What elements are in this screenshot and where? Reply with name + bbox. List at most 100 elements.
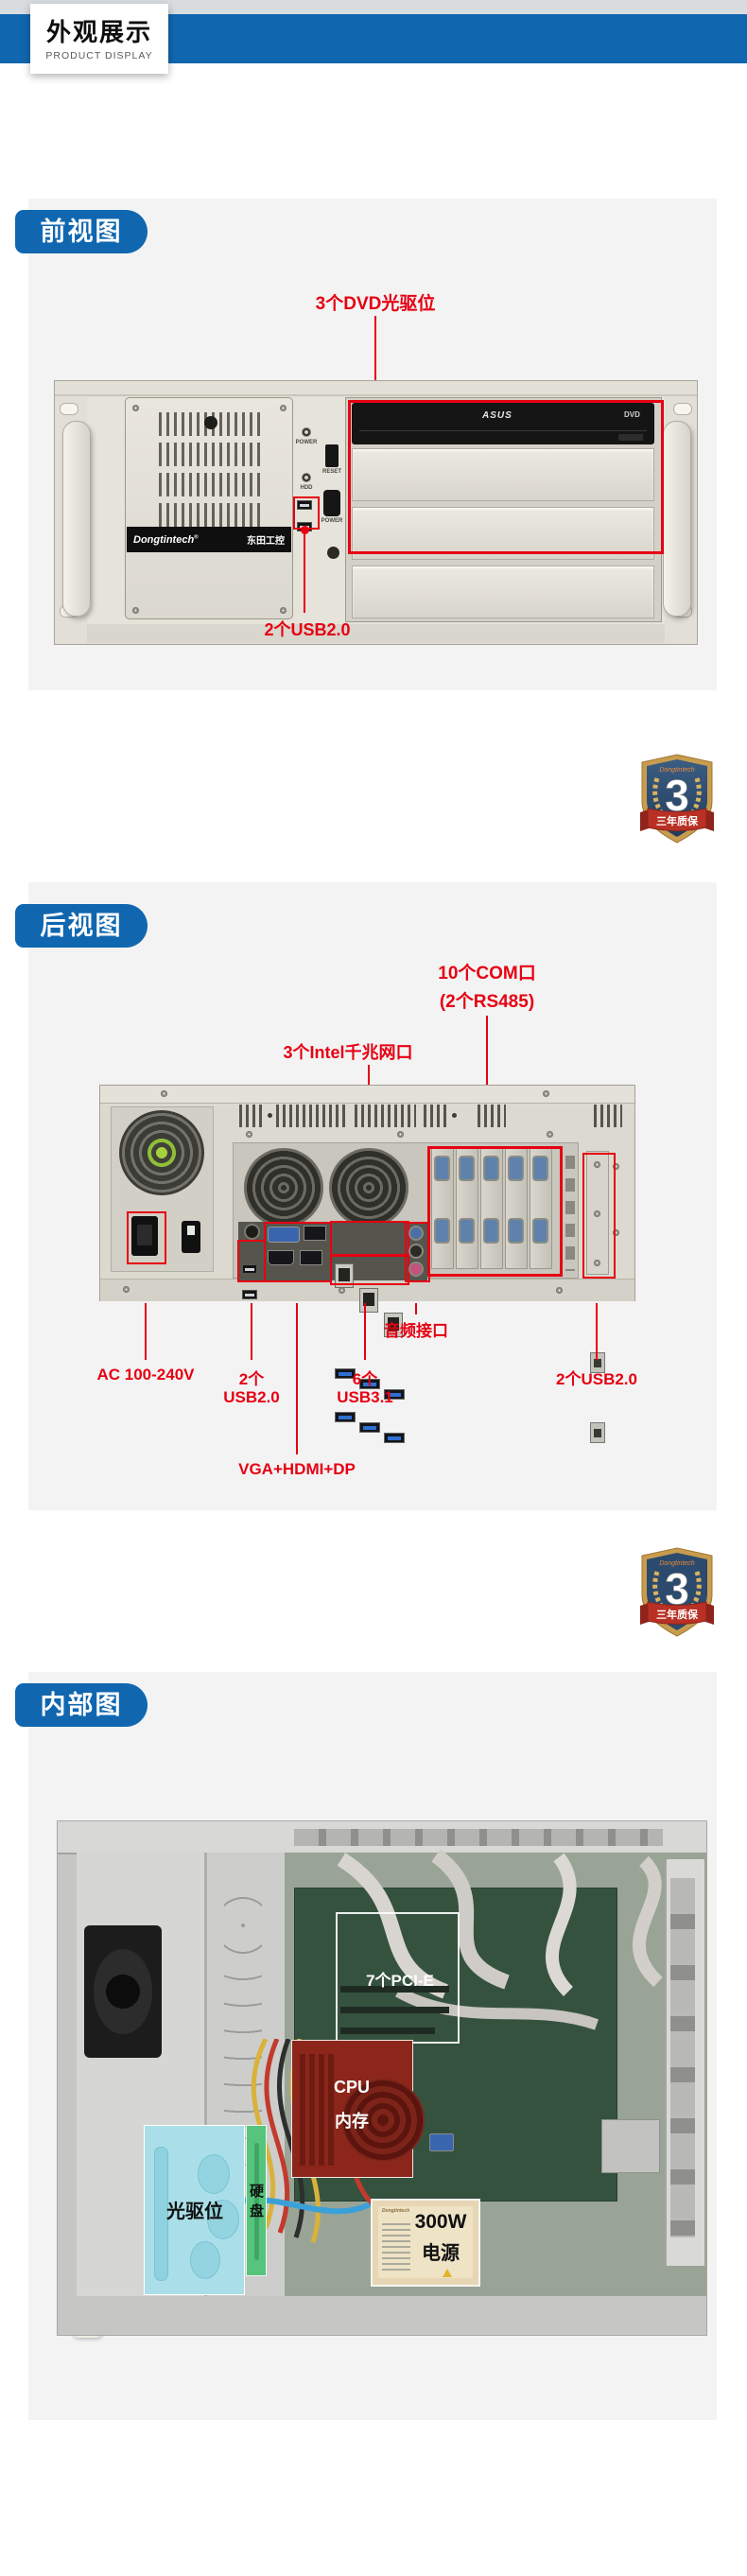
hdd-slot-shape [254, 2143, 259, 2260]
psu-annotation-2: 电源 [422, 2243, 460, 2264]
ribbon-cables [337, 1850, 663, 2030]
rear-vent-group [424, 1105, 446, 1127]
com-port[interactable] [459, 1218, 475, 1244]
right-usb-highlight-box [582, 1153, 616, 1279]
badge-ribbon [647, 1601, 707, 1625]
body-screw [613, 1163, 619, 1170]
rear-usb2-port[interactable] [242, 1290, 257, 1299]
page-title: 外观展示 [45, 18, 152, 46]
ac-callout-line [145, 1303, 147, 1360]
front-chassis-bottom-lip [87, 624, 665, 643]
lan-port[interactable] [359, 1288, 378, 1313]
com-port[interactable] [508, 1218, 524, 1244]
rear-usb2-port[interactable] [242, 1264, 257, 1274]
rack-ear-slot [60, 403, 78, 415]
vga-port[interactable] [268, 1227, 300, 1243]
flange-screw [161, 1090, 167, 1097]
odd-overlay [144, 2125, 245, 2295]
front-brand-strip: Dongtintech® 东田工控 [127, 527, 291, 552]
video-callout-line [296, 1303, 298, 1454]
rear-vent-group [239, 1105, 262, 1127]
case-fan [329, 1148, 408, 1227]
empty-slot-dashes [565, 1156, 575, 1271]
body-screw [397, 1131, 404, 1138]
rear-power-switch[interactable] [182, 1221, 200, 1253]
displayport-port[interactable] [304, 1226, 326, 1241]
com-port[interactable] [483, 1218, 499, 1244]
header-title-card: 外观展示 PRODUCT DISPLAY [30, 4, 168, 74]
usb3-highlight-box [330, 1254, 409, 1285]
dvd-highlight-box [348, 400, 664, 554]
dvd-type-logo: DVD [624, 410, 640, 419]
audio-jack-linein[interactable] [408, 1226, 424, 1241]
dvd-tray-seam [359, 430, 647, 431]
right-usb2-port[interactable] [590, 1422, 605, 1443]
brand-logo-text: Dongtintech® [133, 533, 199, 546]
front-power-switch[interactable] [323, 490, 340, 516]
lan-port[interactable] [335, 1263, 354, 1288]
com-port[interactable] [532, 1156, 548, 1181]
psu-overlay: Dongtintech [371, 2199, 480, 2287]
reset-button[interactable] [325, 444, 339, 467]
ps2-port[interactable] [244, 1224, 260, 1240]
dvd-eject-button[interactable] [618, 434, 643, 441]
com-port[interactable] [483, 1156, 499, 1181]
pci-brackets [670, 1878, 695, 2237]
vent-row [159, 503, 263, 527]
hdmi-port[interactable] [268, 1250, 294, 1265]
case-fan [244, 1148, 323, 1227]
rear-com-annotation-1: 10个COM口 [438, 964, 536, 983]
page-subtitle: PRODUCT DISPLAY [45, 50, 153, 61]
ram-slot [319, 2054, 324, 2166]
com-port[interactable] [434, 1218, 450, 1244]
com-port[interactable] [532, 1218, 548, 1244]
usb3-annotation-2: USB3.1 [337, 1388, 393, 1406]
dvd-drive: ASUS DVD [352, 403, 654, 444]
com-port[interactable] [459, 1156, 475, 1181]
body-screw [246, 1131, 252, 1138]
usb3-port[interactable] [384, 1433, 405, 1443]
hdd-annotation: 硬盘 [248, 2184, 264, 2223]
cpu-annotation-1: CPU [333, 2078, 370, 2097]
usb3-port[interactable] [359, 1422, 380, 1433]
rear-top-flange [100, 1086, 634, 1104]
video-annotation: VGA+HDMI+DP [238, 1460, 356, 1478]
usb3-port[interactable] [359, 1379, 380, 1389]
hdd-overlay [246, 2125, 267, 2276]
psu-brand-text: Dongtintech [382, 2208, 410, 2214]
front-usb-annotation: 2个USB2.0 [264, 620, 351, 639]
usb3-port[interactable] [335, 1368, 356, 1379]
audio-jack-lineout[interactable] [408, 1244, 424, 1259]
rear-com-annotation-2: (2个RS485) [439, 992, 535, 1012]
front-dvd-annotation: 3个DVD光驱位 [315, 294, 436, 314]
usb3-port[interactable] [335, 1412, 356, 1422]
reset-label: RESET [321, 469, 341, 475]
blank-bay-cover [352, 566, 654, 618]
audio-jack-mic[interactable] [408, 1262, 424, 1277]
door-lock [204, 416, 217, 429]
front-usb-port[interactable] [297, 500, 312, 510]
lan-port[interactable] [384, 1313, 403, 1337]
internal-silver-box [601, 2119, 660, 2173]
displayport-port-2[interactable] [300, 1250, 322, 1265]
usb2-annotation-1: 2个 [238, 1370, 265, 1388]
odd-annotation: 光驱位 [166, 2202, 223, 2222]
top-gray-strip [0, 0, 747, 14]
right-usb2-port[interactable] [590, 1352, 605, 1373]
dvd-brand-logo: ASUS [482, 410, 512, 421]
rear-wall-cutouts [294, 1829, 663, 1846]
usb3-port[interactable] [384, 1389, 405, 1400]
com-port[interactable] [508, 1156, 524, 1181]
pcie-slot-bar [340, 2007, 449, 2013]
com-port[interactable] [434, 1156, 450, 1181]
front-keyhole [327, 547, 339, 559]
rear-view-label: 后视图 [15, 904, 148, 948]
flange-screw [543, 1090, 549, 1097]
psu-annotation-1: 300W [414, 2211, 467, 2233]
ram-slot [300, 2054, 305, 2166]
ram-slot [328, 2054, 334, 2166]
lan-highlight-box [330, 1221, 409, 1257]
internal-fan-blade [94, 1949, 152, 2034]
blank-bay-cover [352, 448, 654, 501]
body-screw [547, 1131, 553, 1138]
